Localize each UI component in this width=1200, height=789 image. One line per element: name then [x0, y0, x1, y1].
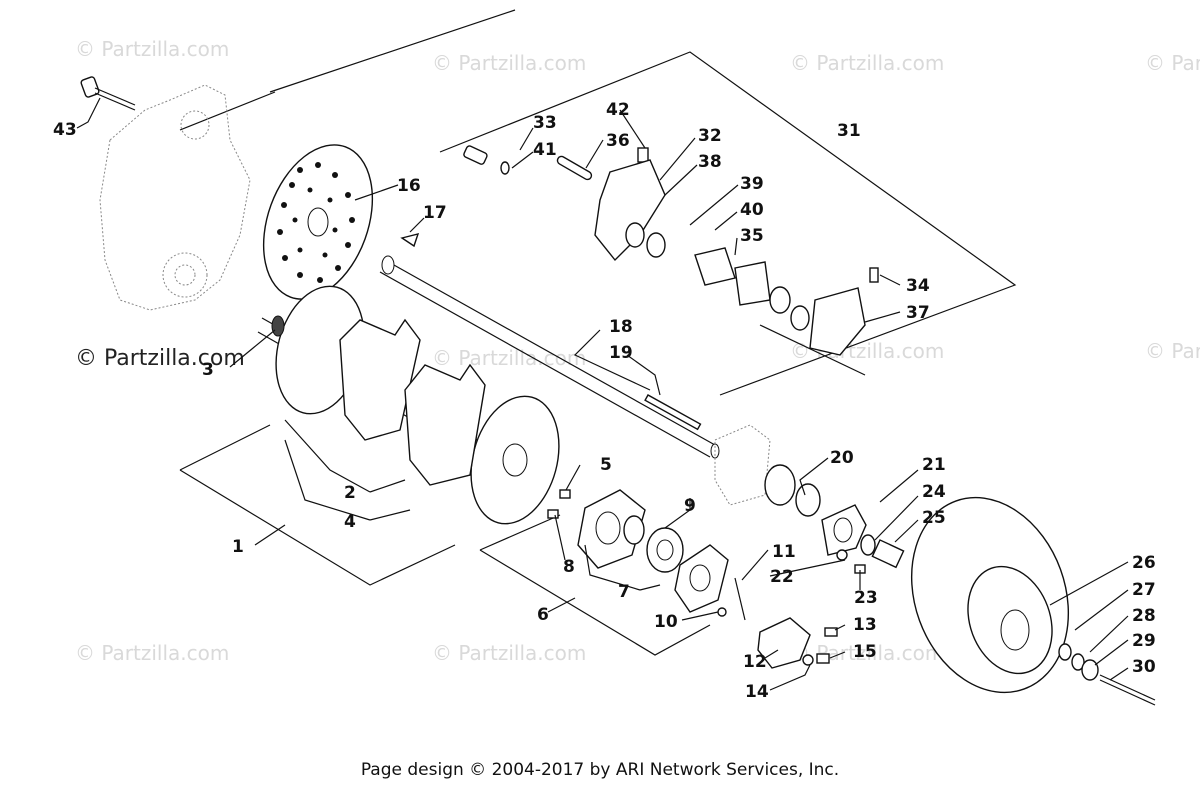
watermark: © Partzilla.com — [432, 346, 586, 370]
driveshaft — [379, 255, 720, 459]
leader-lines — [76, 97, 1129, 691]
callout-13: 13 — [853, 615, 877, 635]
drive-sprocket-assembly — [257, 285, 560, 525]
callout-26: 26 — [1132, 553, 1156, 573]
bolt-43 — [80, 76, 136, 111]
watermarks: © Partzilla.com © Partzilla.com © Partzi… — [75, 37, 1200, 665]
assembly-brackets — [179, 9, 1017, 656]
gearcase-housing — [99, 84, 251, 311]
callout-numbers: 1 2 3 4 5 6 7 8 9 10 11 12 13 14 15 16 1… — [53, 100, 1156, 702]
watermark: © Partzilla.com — [432, 51, 586, 75]
callout-15: 15 — [853, 642, 877, 662]
callout-41: 41 — [533, 140, 557, 160]
watermark-prominent: © Partzilla.com — [75, 346, 245, 371]
callout-43: 43 — [53, 120, 77, 140]
page-footer: Page design © 2004-2017 by ARI Network S… — [360, 760, 840, 780]
watermark: © Partzilla.com — [790, 51, 944, 75]
callout-18: 18 — [609, 317, 633, 337]
key-17 — [400, 233, 420, 248]
driven-pulley — [910, 496, 1156, 706]
callout-3: 3 — [202, 360, 214, 380]
callout-23: 23 — [854, 588, 878, 608]
callout-9: 9 — [684, 496, 696, 516]
callout-42: 42 — [606, 100, 630, 120]
callout-12: 12 — [743, 652, 767, 672]
callout-19: 19 — [609, 343, 633, 363]
callout-28: 28 — [1132, 606, 1156, 626]
callout-40: 40 — [740, 200, 764, 220]
callout-6: 6 — [537, 605, 549, 625]
callout-16: 16 — [397, 176, 421, 196]
callout-11: 11 — [772, 542, 796, 562]
callout-39: 39 — [740, 174, 764, 194]
callout-10: 10 — [654, 612, 678, 632]
brake-caliper-assembly — [463, 145, 879, 376]
watermark: © Partzilla.com — [1145, 51, 1200, 75]
key-19 — [644, 394, 702, 431]
watermark: © Partzilla.com — [432, 641, 586, 665]
callout-37: 37 — [906, 303, 930, 323]
bearing-housing-group — [547, 489, 729, 617]
callout-27: 27 — [1132, 580, 1156, 600]
brake-disc — [262, 144, 374, 300]
callout-7: 7 — [618, 582, 630, 602]
callout-1: 1 — [232, 537, 244, 557]
callout-36: 36 — [606, 131, 630, 151]
callout-4: 4 — [344, 512, 356, 532]
callout-21: 21 — [922, 455, 946, 475]
callout-35: 35 — [740, 226, 764, 246]
callout-2: 2 — [344, 483, 356, 503]
callout-14: 14 — [745, 682, 769, 702]
watermark: © Partzilla.com — [75, 641, 229, 665]
callout-5: 5 — [600, 455, 612, 475]
bearing-carrier-group — [714, 424, 905, 574]
callout-25: 25 — [922, 508, 946, 528]
watermark: © Partzilla.com — [1145, 339, 1200, 363]
bracket-group-11-15 — [734, 577, 838, 669]
callout-34: 34 — [906, 276, 930, 296]
callout-29: 29 — [1132, 631, 1156, 651]
watermark: © Partzilla.com — [75, 37, 229, 61]
callout-20: 20 — [830, 448, 854, 468]
callout-32: 32 — [698, 126, 722, 146]
callout-22: 22 — [770, 567, 794, 587]
callout-38: 38 — [698, 152, 722, 172]
callout-24: 24 — [922, 482, 946, 502]
callout-17: 17 — [423, 203, 447, 223]
callout-30: 30 — [1132, 657, 1156, 677]
watermark: © Partzilla.com — [790, 641, 944, 665]
callout-8: 8 — [563, 557, 575, 577]
callout-33: 33 — [533, 113, 557, 133]
callout-31: 31 — [837, 121, 861, 141]
